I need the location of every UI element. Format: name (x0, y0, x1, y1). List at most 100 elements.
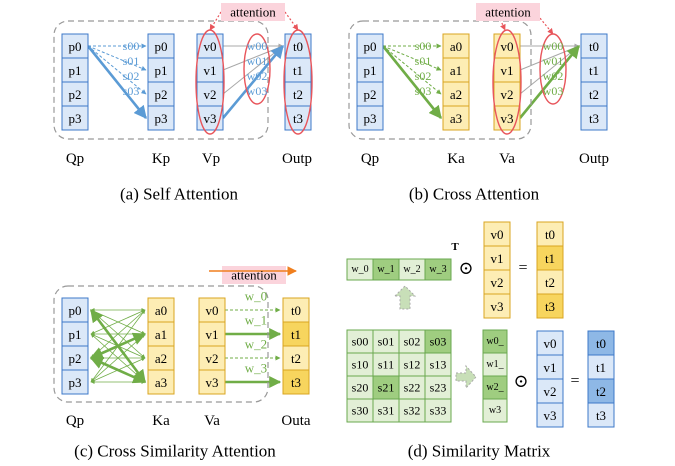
row-vector-cell (424, 258, 452, 281)
odot-operator: ⊙ (513, 371, 528, 391)
qk-line (86, 45, 148, 120)
weight-label: w01 (543, 54, 564, 68)
attention-arrow (209, 11, 222, 31)
column-label: Ka (152, 413, 170, 429)
cell (587, 354, 615, 380)
cell-label: p1 (364, 63, 377, 78)
cell-label: a0 (155, 303, 167, 318)
cell (442, 33, 470, 59)
cell-label: v3 (204, 111, 217, 126)
column-vector-label: w1_ (486, 359, 504, 370)
matrix-label: s21 (378, 381, 395, 395)
row-vector-label: w_2 (403, 264, 420, 275)
row-vector-label: w_0 (351, 264, 368, 275)
attention-label: attention (485, 5, 531, 20)
cell (580, 57, 608, 83)
cell (536, 245, 564, 271)
cell-label: v1 (491, 251, 504, 266)
cell-label: v0 (544, 336, 557, 351)
row-vector-label: w_1 (377, 264, 394, 275)
cell-label: p3 (69, 375, 82, 390)
cell-label: p2 (69, 87, 82, 102)
weight-label: w03 (247, 84, 268, 98)
column-label: Outa (281, 413, 311, 429)
weight-label: s01 (415, 54, 432, 68)
qk-line (87, 45, 147, 71)
row-vector-label: w_3 (429, 264, 446, 275)
weight-label: w_2 (245, 337, 267, 352)
cell-label: t0 (545, 227, 555, 242)
transpose-mark: T (451, 241, 459, 253)
vo-line (222, 45, 284, 119)
cell-label: a2 (450, 87, 462, 102)
weight-label: w_0 (245, 289, 267, 304)
cell (536, 354, 564, 380)
attention-label-bg (221, 3, 285, 21)
cell (587, 378, 615, 404)
vo-line (518, 44, 581, 119)
cell (483, 221, 511, 247)
cell (442, 57, 470, 83)
cell-label: t3 (291, 375, 301, 390)
cell (196, 81, 224, 107)
column-label: Qp (66, 151, 84, 167)
cell-label: v2 (501, 87, 514, 102)
column-vector-label: w0_ (486, 336, 504, 347)
caption: (d) Similarity Matrix (408, 442, 551, 461)
attention-arrow (284, 11, 299, 31)
cell-label: a2 (155, 351, 167, 366)
matrix-label: s33 (430, 404, 447, 418)
weight-label: w01 (247, 54, 268, 68)
cell (442, 81, 470, 107)
cell-label: p3 (155, 111, 168, 126)
cell-label: a0 (450, 39, 462, 54)
cell-label: a3 (155, 375, 167, 390)
matrix-label: s20 (352, 381, 369, 395)
attention-label: attention (230, 5, 276, 20)
cell (147, 321, 175, 347)
column-label: Qp (66, 413, 84, 429)
cell-label: t0 (293, 39, 303, 54)
cell-label: p2 (69, 351, 82, 366)
cell-label: p3 (69, 111, 82, 126)
va-ellipse (492, 29, 522, 135)
column-vector-label: w3 (489, 405, 501, 416)
cell-label: t1 (589, 63, 599, 78)
matrix-label: s12 (404, 358, 421, 372)
qk-line (382, 45, 442, 71)
cell (536, 402, 564, 428)
cell-label: t0 (589, 39, 599, 54)
cell-label: v2 (206, 351, 219, 366)
matrix-label: s30 (352, 404, 369, 418)
weight-label: s02 (415, 69, 432, 83)
matrix-label: s31 (378, 404, 395, 418)
cell-label: t2 (545, 275, 555, 290)
weight-label: w03 (543, 84, 564, 98)
cell-label: a3 (450, 111, 462, 126)
cell (198, 321, 226, 347)
cell (61, 33, 89, 59)
cell (356, 57, 384, 83)
cell (61, 297, 89, 323)
weight-label: w_3 (245, 361, 267, 376)
cell (483, 293, 511, 319)
cell (587, 330, 615, 356)
panel-b-group (348, 20, 532, 140)
cell (580, 105, 608, 131)
cell-label: v0 (491, 227, 504, 242)
cell (536, 293, 564, 319)
similarity-line (90, 357, 146, 383)
cell-label: p1 (69, 63, 82, 78)
weight-label: w_1 (245, 313, 267, 328)
caption: (b) Cross Attention (409, 185, 540, 204)
column-label: Ka (447, 151, 465, 167)
weight-label: w02 (247, 69, 268, 83)
weight-label: w00 (543, 39, 564, 53)
matrix-label: s11 (378, 358, 394, 372)
cell (147, 297, 175, 323)
weight-label: w02 (543, 69, 564, 83)
panel-a-group (53, 20, 269, 140)
cell (493, 105, 521, 131)
cell-label: t3 (545, 299, 555, 314)
